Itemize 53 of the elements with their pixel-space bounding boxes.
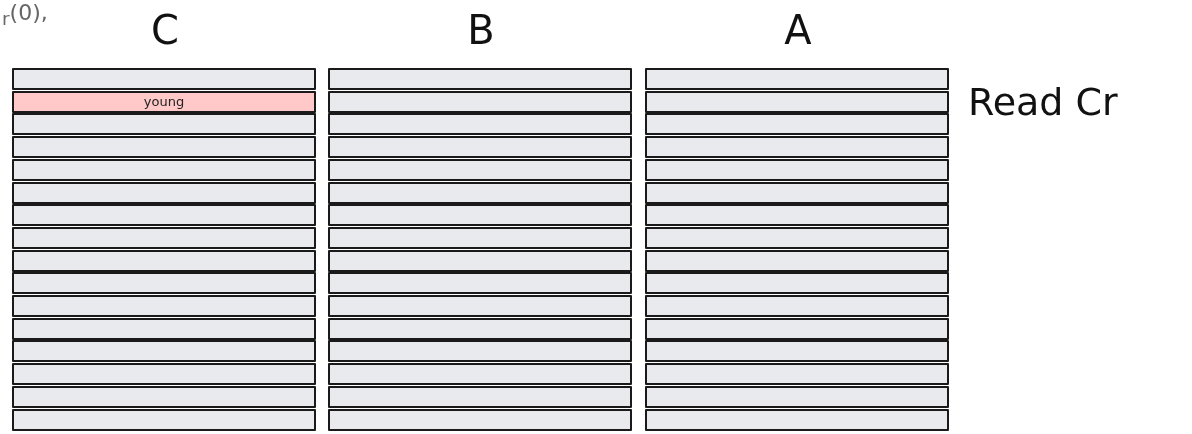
empty-row xyxy=(645,90,949,113)
empty-row xyxy=(328,68,632,90)
empty-row xyxy=(328,226,632,249)
empty-row xyxy=(645,249,949,272)
empty-row xyxy=(328,249,632,272)
empty-row xyxy=(328,295,632,317)
empty-row xyxy=(12,249,316,272)
empty-row xyxy=(328,158,632,181)
empty-row xyxy=(328,340,632,363)
column-heading: C xyxy=(151,6,179,54)
empty-row xyxy=(12,317,316,340)
empty-row xyxy=(645,204,949,227)
empty-row xyxy=(12,204,316,227)
empty-row xyxy=(12,385,316,408)
empty-row xyxy=(645,295,949,317)
empty-row xyxy=(645,136,949,159)
empty-row xyxy=(12,340,316,363)
empty-row xyxy=(12,158,316,181)
empty-row xyxy=(12,181,316,204)
empty-row xyxy=(645,385,949,408)
empty-row xyxy=(12,226,316,249)
empty-row xyxy=(645,408,949,431)
empty-row xyxy=(645,317,949,340)
empty-row xyxy=(12,68,316,90)
empty-row xyxy=(328,408,632,431)
table-row: young xyxy=(12,90,316,113)
empty-row xyxy=(645,363,949,386)
formula-text: $_{r}$(0), xyxy=(2,0,48,30)
empty-row xyxy=(645,68,949,90)
column-heading: A xyxy=(784,6,812,54)
empty-row xyxy=(328,136,632,159)
empty-row xyxy=(328,385,632,408)
empty-row xyxy=(12,136,316,159)
empty-row xyxy=(328,90,632,113)
empty-row xyxy=(645,181,949,204)
column-heading: B xyxy=(467,6,495,54)
empty-row xyxy=(328,317,632,340)
empty-row xyxy=(645,272,949,295)
annotation-text: Read Cr xyxy=(968,80,1118,124)
empty-row xyxy=(328,363,632,386)
empty-row xyxy=(12,113,316,136)
empty-row xyxy=(12,272,316,295)
empty-row xyxy=(645,113,949,136)
empty-row xyxy=(645,226,949,249)
empty-row xyxy=(328,181,632,204)
empty-row xyxy=(645,158,949,181)
empty-row xyxy=(12,295,316,317)
empty-row xyxy=(12,408,316,431)
empty-row xyxy=(328,113,632,136)
empty-row xyxy=(328,272,632,295)
empty-row xyxy=(645,340,949,363)
empty-row xyxy=(12,363,316,386)
empty-row xyxy=(328,204,632,227)
